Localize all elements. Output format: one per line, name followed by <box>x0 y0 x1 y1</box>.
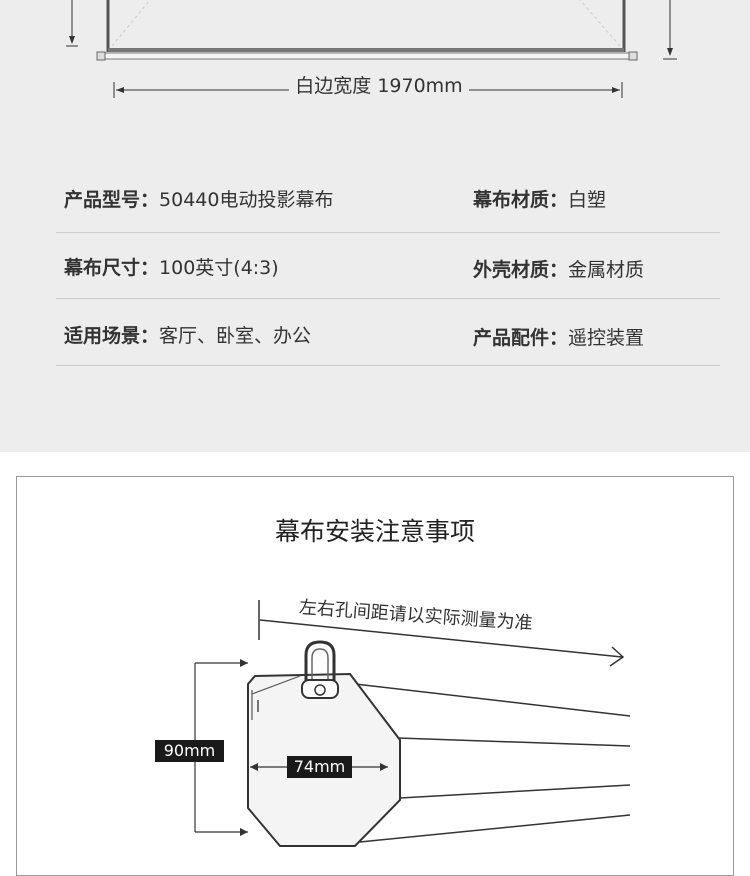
spec-size-key: 幕布尺寸： <box>64 257 160 279</box>
spec-shell: 外壳材质：金属材质 <box>473 258 644 282</box>
spec-size: 幕布尺寸：100英寸(4:3) <box>64 256 279 280</box>
height-dimension-label: 90mm <box>155 740 224 762</box>
spec-material: 幕布材质：白塑 <box>473 188 606 212</box>
spec-accessory-key: 产品配件： <box>473 327 569 349</box>
spec-model-value: 50440电动投影幕布 <box>159 189 334 211</box>
spec-scene-key: 适用场景： <box>64 325 160 347</box>
spec-scene-value: 客厅、卧室、办公 <box>159 325 312 347</box>
spec-shell-key: 外壳材质： <box>473 259 569 281</box>
screen-drawing <box>66 0 677 98</box>
spec-material-key: 幕布材质： <box>473 189 569 211</box>
spec-model-key: 产品型号： <box>64 189 160 211</box>
notice-title: 幕布安装注意事项 <box>274 517 475 546</box>
spec-shell-value: 金属材质 <box>568 259 645 281</box>
spec-accessory: 产品配件：遥控装置 <box>473 326 644 350</box>
spec-size-value: 100英寸(4:3) <box>159 257 279 279</box>
spec-scene: 适用场景：客厅、卧室、办公 <box>64 324 311 348</box>
width-dimension-label: 74mm <box>287 756 352 778</box>
section-gap <box>0 452 750 476</box>
screen-width-label: 白边宽度 1970mm <box>289 71 469 101</box>
spec-accessory-value: 遥控装置 <box>568 327 645 349</box>
row-divider <box>56 232 720 233</box>
row-divider <box>56 365 720 366</box>
row-divider <box>56 298 720 299</box>
spec-model: 产品型号：50440电动投影幕布 <box>64 188 333 212</box>
spec-material-value: 白塑 <box>568 189 607 211</box>
